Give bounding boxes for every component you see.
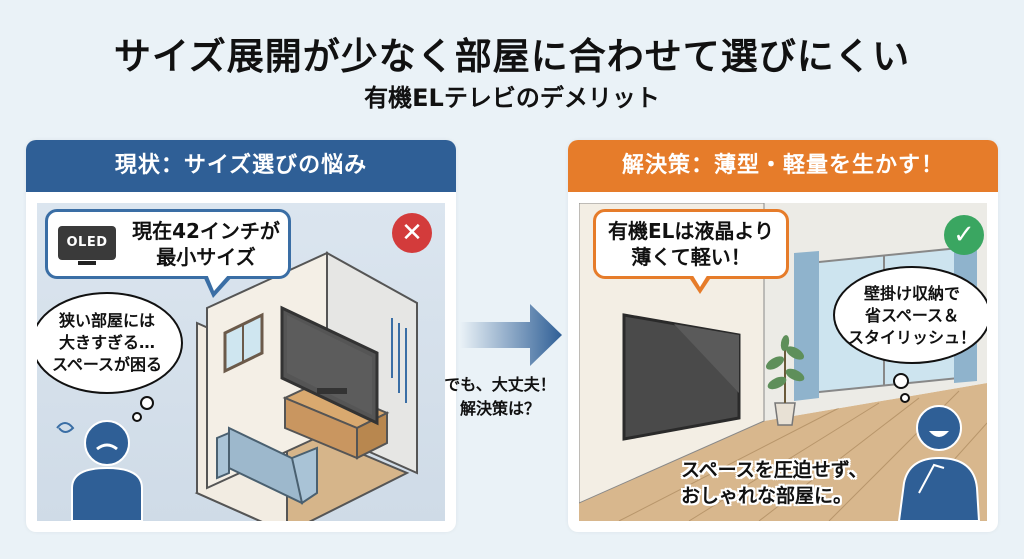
room-illustration-icon bbox=[37, 251, 418, 521]
oled-tv-icon: OLED bbox=[58, 226, 116, 266]
solution-heading: 解決策：薄型・軽量を生かす！ bbox=[568, 140, 998, 192]
wall-mounted-tv-illustration: 有機ELは液晶より 薄くて軽い！ 壁掛け収納で 省スペース＆ スタイリッシュ！ … bbox=[579, 203, 987, 521]
page-title: サイズ展開が少なく部屋に合わせて選びにくい bbox=[113, 35, 911, 78]
transition-text: でも、大丈夫！ 解決策は？ bbox=[444, 375, 556, 418]
x-mark-icon: ✕ bbox=[392, 213, 432, 253]
oled-minimum-size-speech-bubble: OLED 現在42インチが 最小サイズ bbox=[45, 209, 291, 298]
page-subtitle: 有機ELテレビのデメリット bbox=[364, 84, 660, 112]
current-situation-panel: 現状：サイズ選びの悩み bbox=[26, 140, 456, 532]
worried-thought-bubble: 狭い部屋には 大きすぎる… スペースが困る bbox=[51, 311, 163, 374]
transition-arrow bbox=[440, 300, 580, 374]
solution-panel: 解決策：薄型・軽量を生かす！ bbox=[568, 140, 998, 532]
solution-caption: スペースを圧迫せず、 おしゃれな部屋に。 bbox=[681, 459, 868, 507]
oled-thin-light-speech-bubble: 有機ELは液晶より 薄くて軽い！ bbox=[593, 209, 789, 294]
oled-label: OLED bbox=[58, 226, 116, 260]
right-arrow-icon bbox=[460, 304, 562, 366]
speech-line-2: 最小サイズ bbox=[156, 245, 256, 269]
wall-mount-thought-bubble: 壁掛け収納で 省スペース＆ スタイリッシュ！ bbox=[847, 284, 976, 347]
speech-line-1: 現在42インチが bbox=[132, 219, 280, 243]
current-situation-heading: 現状：サイズ選びの悩み bbox=[26, 140, 456, 192]
small-room-illustration: OLED 現在42インチが 最小サイズ 狭い部屋には 大きすぎる… スペースが困… bbox=[37, 203, 445, 521]
check-mark-icon: ✓ bbox=[944, 215, 984, 255]
